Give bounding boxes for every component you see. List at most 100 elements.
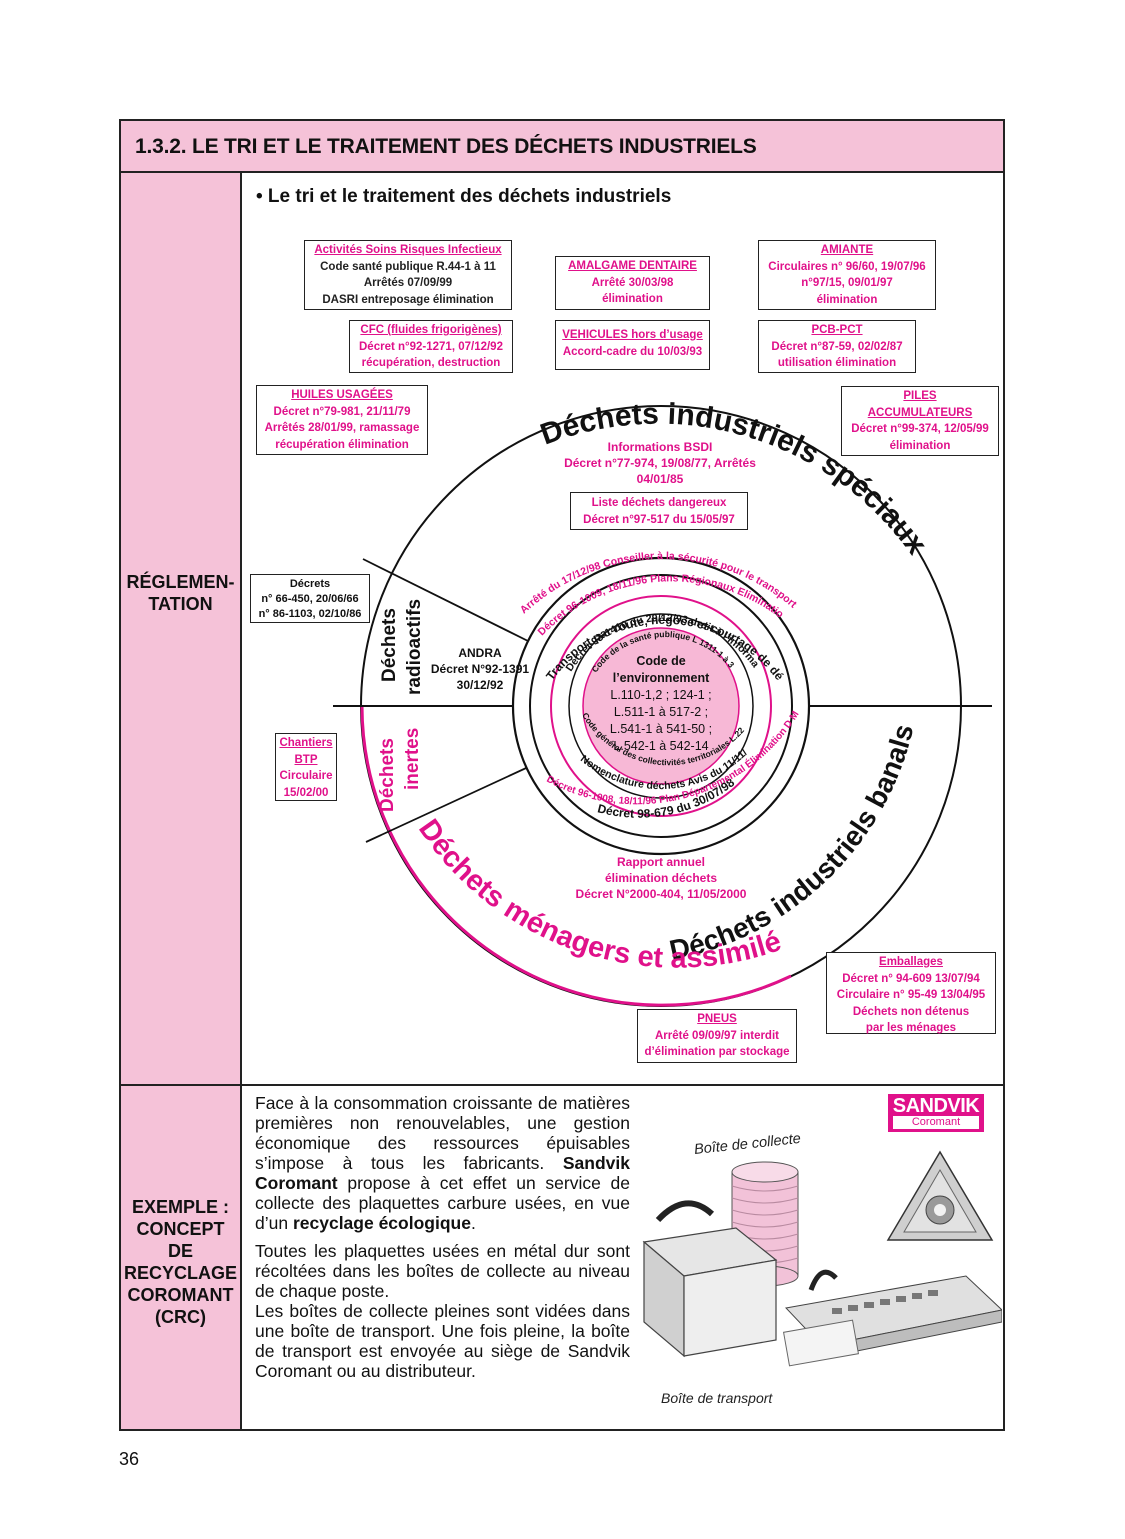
carbide-insert-image	[886, 1150, 994, 1241]
example-paragraph: Toutes les plaquettes usées en métal dur…	[255, 1241, 630, 1301]
bsdi-line: Décret n°77-974, 19/08/77, Arrêtés	[564, 456, 756, 470]
box-piles: PILES ACCUMULATEURS Décret n°99-374, 12/…	[841, 386, 999, 456]
box-huiles: HUILES USAGÉES Décret n°79-981, 21/11/79…	[256, 385, 428, 455]
example-text-run: Toutes les plaquettes usées en métal dur…	[255, 1241, 630, 1301]
center-line: L.542-1 à 542-14	[613, 739, 709, 753]
left-cell-reglementation	[121, 173, 242, 1084]
reglementation-label-line: RÉGLEMEN-	[126, 572, 235, 592]
box-decrets: Décrets n° 66-450, 20/06/66 n° 86-1103, …	[250, 574, 370, 623]
example-bold-run: recyclage écologique	[292, 1213, 471, 1233]
left-cell-exemple	[121, 1086, 242, 1429]
caption-transport: Boîte de transport	[661, 1390, 773, 1406]
page-number: 36	[119, 1449, 140, 1469]
box-line: Décrets	[289, 578, 331, 590]
box-amalgame: AMALGAME DENTAIRE Arrêté 30/03/98 élimin…	[555, 256, 710, 310]
box-title: PCB-PCT	[811, 324, 863, 336]
box-line: Arrêté 09/09/97 interdit	[654, 1029, 779, 1042]
box-line: utilisation élimination	[777, 357, 897, 369]
box-line: Arrêtés 07/09/99	[363, 277, 453, 289]
logo-line: SANDVIK	[892, 1095, 980, 1117]
label-inertes-2: inertes	[402, 728, 423, 790]
center-title: Code de	[636, 654, 686, 668]
radioactive-divider	[362, 558, 531, 643]
box-line: Décret n°79-981, 21/11/79	[273, 405, 411, 418]
box-pcb: PCB-PCT Décret n°87-59, 02/02/87 utilisa…	[758, 320, 916, 373]
box-title: PILES	[903, 390, 937, 402]
box-line: Décret n°87-59, 02/02/87	[771, 340, 903, 353]
box-line: récupération, destruction	[361, 357, 501, 369]
logo-line: Coromant	[893, 1116, 979, 1129]
box-emballages: Emballages Décret n° 94-609 13/07/94 Cir…	[826, 952, 996, 1034]
box-title: CFC (fluides frigorigènes)	[360, 324, 502, 336]
label-radioactifs-1: Déchets	[379, 608, 400, 682]
andra-line: Décret N°92-1391	[430, 662, 530, 676]
andra-line: ANDRA	[458, 646, 502, 660]
bsdi-line: 04/01/85	[636, 472, 684, 486]
center-code-environnement: Code de l’environnement L.110-1,2 ; 124-…	[590, 653, 732, 755]
box-line: d’élimination par stockage	[644, 1046, 790, 1058]
box-line: Liste déchets dangereux	[591, 497, 727, 509]
box-line: récupération élimination	[275, 438, 409, 451]
exemple-label-line: CONCEPT	[136, 1219, 225, 1239]
rapport-line: Rapport annuel	[616, 855, 705, 869]
box-title: HUILES USAGÉES	[291, 389, 393, 401]
inertes-divider	[365, 762, 538, 843]
box-title: AMIANTE	[820, 244, 874, 256]
section-header: 1.3.2. LE TRI ET LE TRAITEMENT DES DÉCHE…	[121, 121, 1003, 173]
box-line: Circulaires n° 96/60, 19/07/96	[768, 260, 926, 273]
box-vehicules: VEHICULES hors d’usage Accord-cadre du 1…	[555, 320, 710, 370]
example-text-run: Les boîtes de collecte pleines sont vidé…	[255, 1301, 630, 1381]
exemple-label-line: COROMANT	[127, 1285, 234, 1305]
box-line: élimination	[889, 439, 951, 452]
box-line: Circulaire	[279, 770, 333, 782]
box-line: n°97/15, 09/01/97	[801, 277, 893, 289]
box-line: Arrêté 30/03/98	[591, 276, 674, 289]
box-line: Arrêtés 28/01/99, ramassage	[264, 422, 420, 434]
box-title: AMALGAME DENTAIRE	[568, 260, 697, 272]
row-divider	[121, 1084, 1003, 1086]
box-title: ACCUMULATEURS	[867, 406, 973, 419]
box-soins: Activités Soins Risques Infectieux Code …	[304, 240, 512, 310]
andra-line: 30/12/92	[456, 678, 504, 692]
example-paragraph: Les boîtes de collecte pleines sont vidé…	[255, 1301, 630, 1381]
box-line: Décret n°92-1271, 07/12/92	[359, 340, 503, 353]
section-title: 1.3.2. LE TRI ET LE TRAITEMENT DES DÉCHE…	[135, 135, 757, 158]
box-line: Accord-cadre du 10/03/93	[562, 345, 703, 358]
box-title: Emballages	[879, 956, 943, 968]
exemple-label-line: (CRC)	[155, 1307, 206, 1327]
reglementation-label: RÉGLEMEN- TATION	[121, 571, 240, 615]
box-title: VEHICULES hors d’usage	[562, 329, 703, 341]
box-chantiers: Chantiers BTP Circulaire 15/02/00	[275, 733, 337, 801]
rapport-line: Décret N°2000-404, 11/05/2000	[575, 887, 747, 901]
center-line: L.511-1 à 517-2 ;	[613, 705, 709, 719]
rapport-text: Rapport annuel élimination déchets Décre…	[556, 854, 766, 902]
label-inertes-1: Déchets	[377, 738, 398, 812]
box-title: PNEUS	[697, 1013, 737, 1025]
box-line: n° 86-1103, 02/10/86	[258, 608, 362, 620]
box-title: Activités Soins Risques Infectieux	[314, 244, 502, 256]
box-title: Chantiers	[279, 737, 333, 749]
bsdi-text: Informations BSDI Décret n°77-974, 19/08…	[545, 439, 775, 487]
box-line: Circulaire n° 95-49 13/04/95	[836, 989, 986, 1001]
box-line: n° 66-450, 20/06/66	[261, 593, 359, 605]
exemple-label-line: RECYCLAGE	[123, 1263, 237, 1283]
box-line: Déchets non détenus	[852, 1005, 970, 1018]
box-cfc: CFC (fluides frigorigènes) Décret n°92-1…	[349, 320, 513, 373]
box-amiante: AMIANTE Circulaires n° 96/60, 19/07/96 n…	[758, 240, 936, 310]
center-title: l’environnement	[612, 671, 710, 685]
exemple-label-line: DE	[167, 1241, 193, 1261]
box-line: Décret n° 94-609 13/07/94	[842, 972, 980, 985]
example-bold-run: Sandvik Coromant	[255, 1153, 630, 1193]
sandvik-logo: SANDVIK Coromant	[888, 1094, 984, 1132]
example-text-run: Face à la consommation croissante de mat…	[255, 1093, 630, 1173]
page-frame	[119, 119, 1005, 1431]
example-text-run: propose à cet effet un service de collec…	[255, 1173, 630, 1233]
example-text-run: .	[470, 1213, 476, 1233]
box-title: BTP	[294, 753, 318, 766]
box-line: DASRI entreposage élimination	[322, 293, 494, 306]
exemple-label-line: EXEMPLE :	[131, 1197, 229, 1217]
product-illustration	[642, 1150, 1002, 1367]
exemple-label: EXEMPLE : CONCEPT DE RECYCLAGE COROMANT …	[121, 1196, 240, 1328]
transport-box-image	[642, 1200, 1002, 1367]
